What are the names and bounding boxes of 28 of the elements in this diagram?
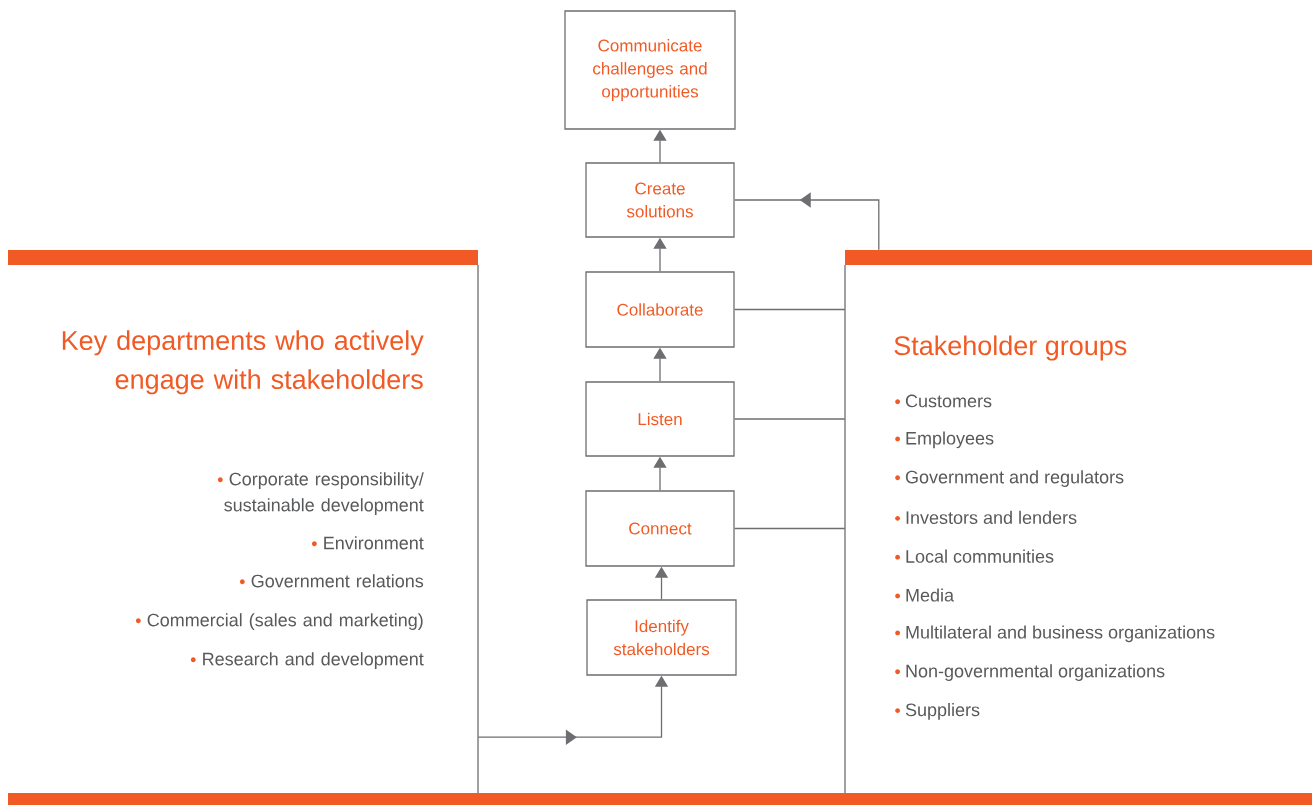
process-box: Listen <box>585 381 735 457</box>
list-item: Non-governmental organizations <box>895 664 1165 681</box>
connector-line <box>734 308 846 311</box>
list-item: Environment <box>311 536 424 550</box>
list-item: Customers <box>895 394 992 408</box>
list-item: Research and development <box>190 652 424 669</box>
list-item: Corporate responsibility/ sustainable development <box>217 472 424 515</box>
list-item: Suppliers <box>895 703 980 720</box>
process-box: Communicate challenges and opportunities <box>564 10 736 130</box>
panel <box>844 250 1312 796</box>
process-box: Identify stakeholders <box>586 599 737 676</box>
list-item: Local communities <box>895 549 1054 563</box>
list-item: Media <box>895 588 954 602</box>
list-item: Commercial (sales and marketing) <box>135 613 423 630</box>
process-box: Connect <box>585 490 735 567</box>
list-item: Multilateral and business organizations <box>895 625 1215 643</box>
process-box: Create solutions <box>585 162 735 238</box>
list-item: Government relations <box>239 574 424 588</box>
list-item: Employees <box>895 431 994 449</box>
panel-heading: Stakeholder groups <box>894 335 1127 361</box>
panel <box>8 250 479 796</box>
list-item: Government and regulators <box>895 470 1124 487</box>
arrow <box>734 192 880 251</box>
list-item: Investors and lenders <box>895 510 1077 524</box>
process-box: Collaborate <box>585 271 735 348</box>
connector-line <box>734 418 846 420</box>
panel-heading: Key departments who actively engage with stakeholders <box>62 330 424 395</box>
connector-line <box>734 527 846 530</box>
